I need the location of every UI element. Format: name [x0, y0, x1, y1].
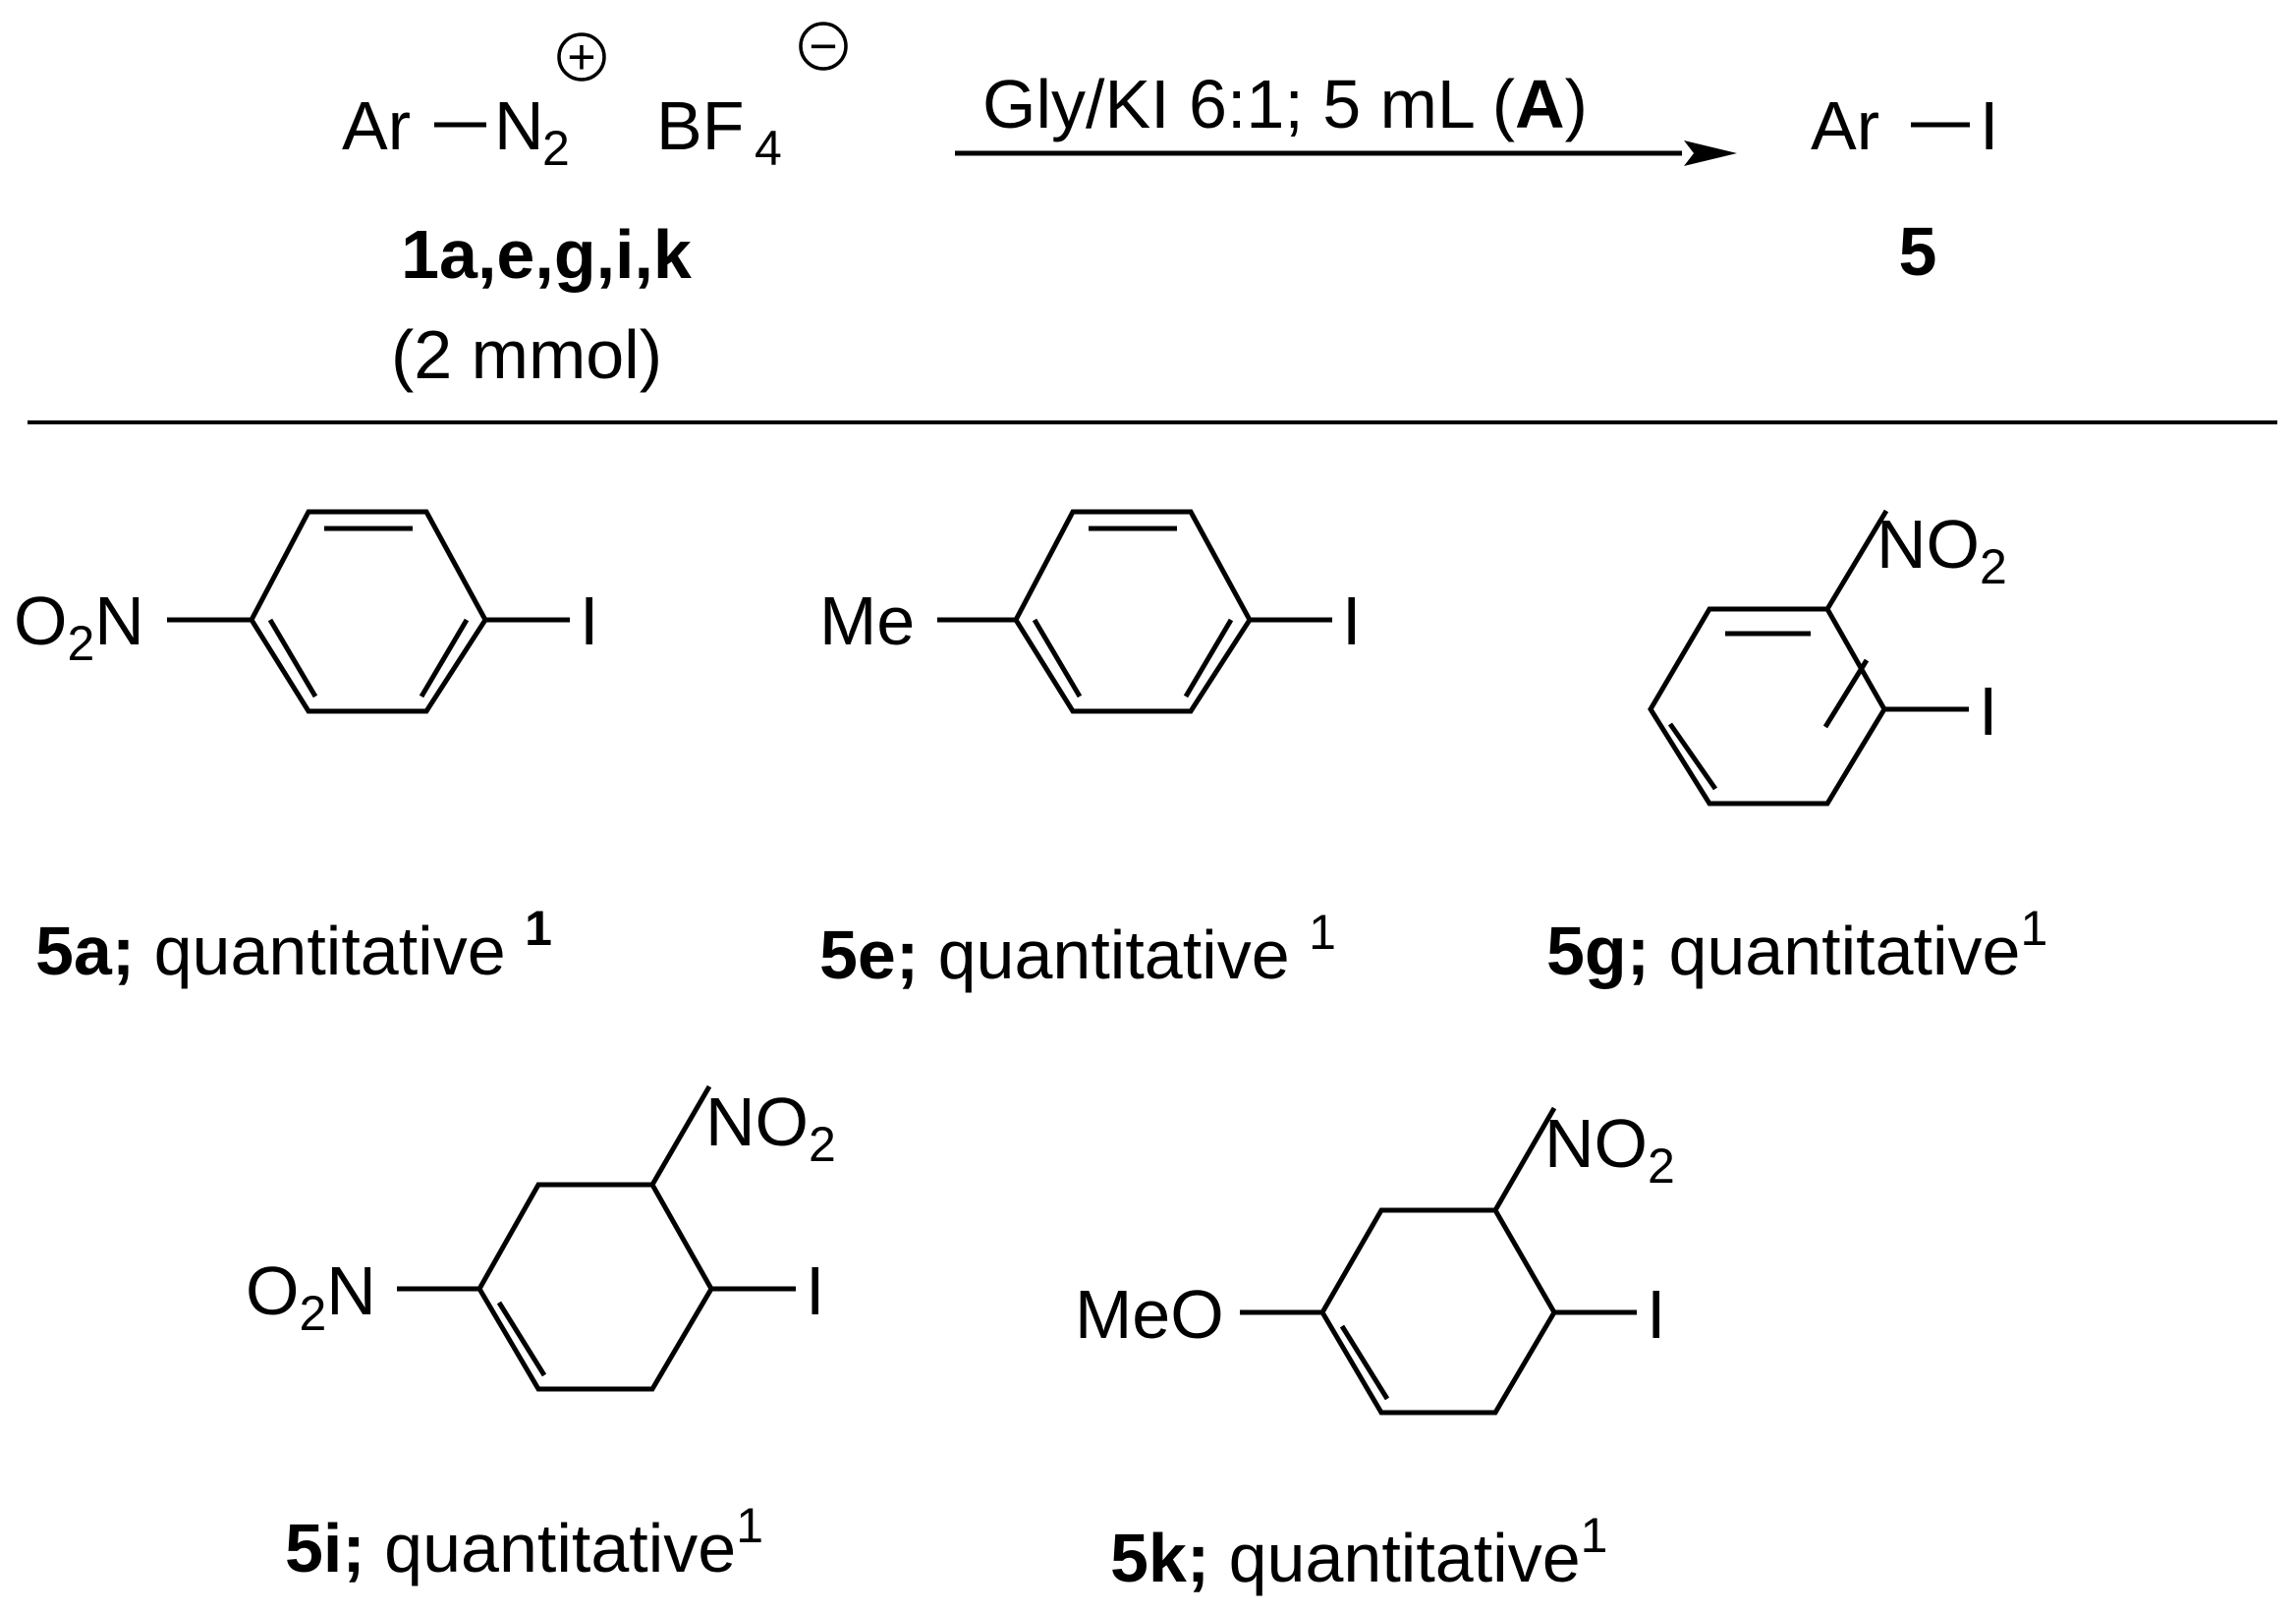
- reactant-n-label: N: [494, 87, 544, 164]
- structure-5g: NO2 I: [1648, 506, 2007, 806]
- compound-5k: MeO NO2 I 5k; quantitative1: [1075, 1105, 1675, 1596]
- reactant-compound-ids: 1a,e,g,i,k: [401, 216, 692, 293]
- compound-label-5i: 5i; quantitative1: [285, 1498, 763, 1586]
- compound-5g: NO2 I 5g; quantitative1: [1546, 506, 2047, 989]
- inner-double-bond: [1032, 618, 1083, 698]
- product-i-label: I: [1980, 87, 1998, 164]
- methyl-label: Me: [819, 583, 915, 659]
- nitro-group-label: O2N: [14, 583, 144, 671]
- reactant-amount: (2 mmol): [391, 316, 662, 393]
- nitro-group-label: NO2: [1544, 1105, 1675, 1194]
- product-ar-label: Ar: [1811, 87, 1879, 164]
- benzene-ring: [1319, 1207, 1557, 1416]
- compound-label-5a: 5a; quantitative 1: [35, 901, 552, 989]
- iodo-label: I: [1342, 583, 1361, 659]
- iodo-label: I: [1647, 1276, 1665, 1353]
- structure-5a: O2N I: [14, 509, 598, 714]
- reactant-ar-label: Ar: [342, 87, 411, 164]
- negative-charge-sign: −: [809, 19, 837, 74]
- structure-5i: O2N NO2 I: [246, 1084, 836, 1392]
- iodo-label: I: [580, 583, 598, 659]
- reaction-conditions: Gly/KI 6:1; 5 mL (A): [982, 66, 1588, 142]
- compound-5e: Me I 5e; quantitative 1: [819, 509, 1361, 993]
- inner-double-bond: [267, 618, 318, 698]
- iodo-label: I: [1979, 673, 1997, 750]
- iodo-label: I: [806, 1252, 824, 1329]
- benzene-ring: [1648, 606, 1887, 806]
- benzene-ring: [249, 509, 488, 714]
- benzene-ring: [476, 1182, 714, 1392]
- reactant-bf-label: BF: [656, 87, 744, 164]
- reactant-bf-subscript: 4: [755, 121, 782, 176]
- ring-nitro-bond: [649, 1084, 712, 1187]
- inner-double-bond: [1822, 658, 1870, 729]
- reactant-n-subscript: 2: [542, 121, 570, 176]
- product-aryl-iodide: Ar I 5: [1811, 87, 1998, 290]
- compound-5i: O2N NO2 I 5i; quantitative1: [246, 1084, 836, 1586]
- reaction-arrow: Gly/KI 6:1; 5 mL (A): [955, 66, 1737, 166]
- reaction-equation: Ar N 2 + BF 4 − 1a,e,g,i,k (2 mmol) Gly/…: [342, 19, 1998, 393]
- nitro-group-label-top: NO2: [705, 1084, 836, 1172]
- benzene-ring: [1013, 509, 1253, 714]
- inner-double-bond: [1183, 618, 1234, 698]
- reactant-diazonium: Ar N 2 + BF 4 − 1a,e,g,i,k (2 mmol): [342, 19, 848, 393]
- inner-double-bond: [1339, 1324, 1390, 1401]
- compound-5a: O2N I 5a; quantitative 1: [14, 509, 598, 989]
- structure-5k: MeO NO2 I: [1075, 1105, 1675, 1416]
- negative-charge-circle: [799, 22, 848, 71]
- inner-double-bond: [496, 1301, 547, 1377]
- nitro-group-label: NO2: [1876, 506, 2007, 594]
- compound-label-5g: 5g; quantitative1: [1546, 901, 2047, 989]
- positive-charge-sign: +: [567, 29, 595, 84]
- positive-charge-circle: [557, 32, 606, 82]
- ring-nitro-bond: [1824, 509, 1889, 611]
- compound-label-5k: 5k; quantitative1: [1110, 1508, 1607, 1596]
- inner-double-bond: [1667, 722, 1718, 791]
- ring-nitro-bond: [1492, 1106, 1557, 1212]
- methoxy-label: MeO: [1075, 1276, 1224, 1353]
- compound-label-5e: 5e; quantitative 1: [819, 905, 1336, 993]
- structure-5e: Me I: [819, 509, 1361, 714]
- arrow-head: [1684, 140, 1737, 166]
- product-compound-id: 5: [1899, 213, 1937, 290]
- inner-double-bond: [419, 618, 470, 698]
- nitro-group-label-left: O2N: [246, 1252, 376, 1341]
